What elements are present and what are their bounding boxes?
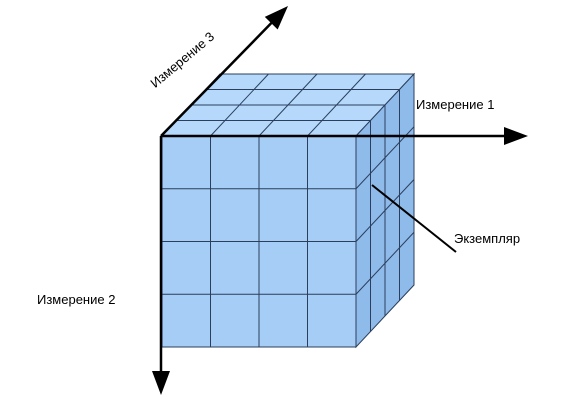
top-grid-line (307, 73, 366, 137)
instance-label: Экземпляр (454, 231, 521, 246)
side-grid-line (355, 231, 415, 295)
side-grid-line (355, 179, 415, 242)
instance-pointer-line (371, 184, 457, 253)
dimension-2-arrowhead (152, 371, 170, 395)
dimension-3-arrowhead (264, 6, 288, 30)
dimension-2-label: Измерение 2 (37, 292, 116, 307)
dimension-1-arrowhead (504, 127, 528, 145)
dimension-1-label: Измерение 1 (416, 97, 495, 112)
dimension-3-axis (160, 19, 275, 137)
